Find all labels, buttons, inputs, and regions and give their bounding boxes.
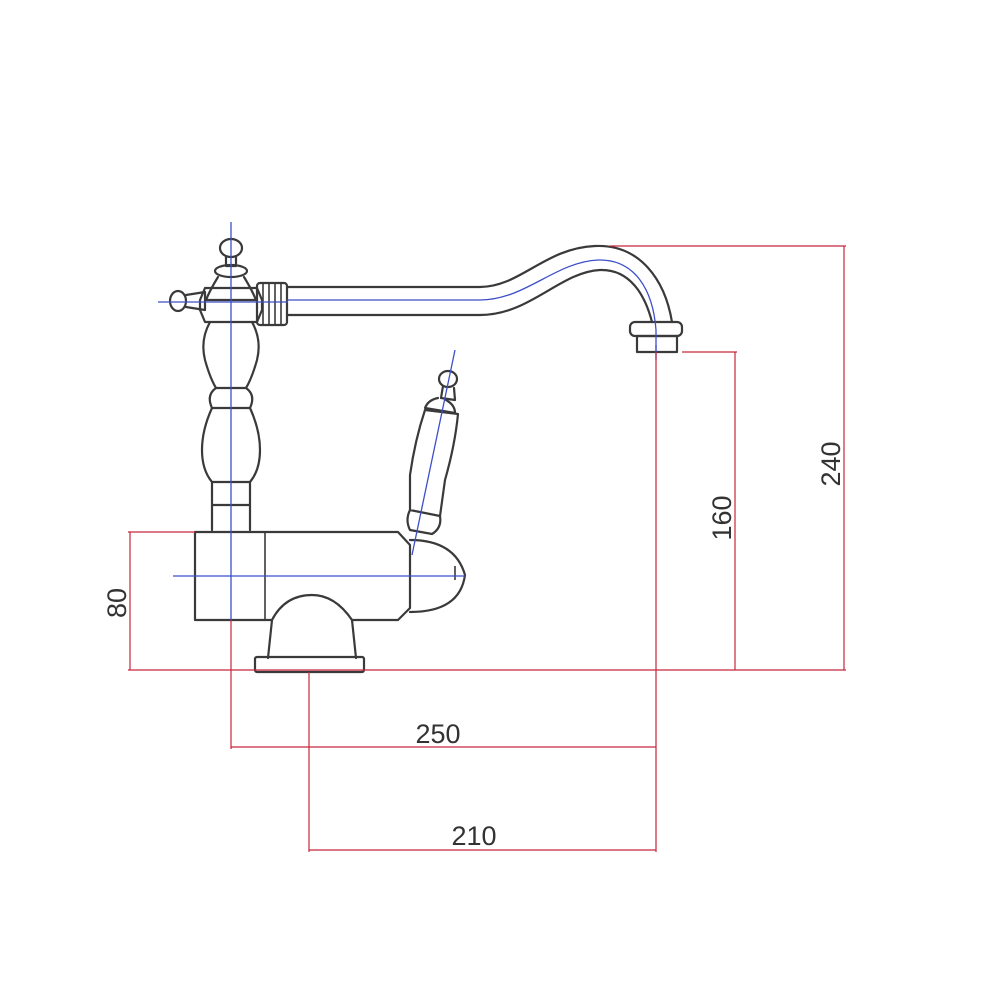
faucet-outline (168, 237, 684, 674)
lever-handle (406, 369, 460, 536)
dim-label-210: 210 (451, 821, 496, 851)
dim-label-80: 80 (102, 588, 132, 618)
dim-label-240: 240 (816, 441, 846, 486)
left-handle-knob (168, 289, 207, 313)
mixer-body (193, 530, 467, 660)
spout-collar (255, 281, 289, 327)
dimension-lines (128, 245, 846, 852)
dim-label-250: 250 (415, 719, 460, 749)
dim-label-160: 160 (707, 495, 737, 540)
spout (285, 244, 674, 324)
center-axes (158, 222, 657, 620)
